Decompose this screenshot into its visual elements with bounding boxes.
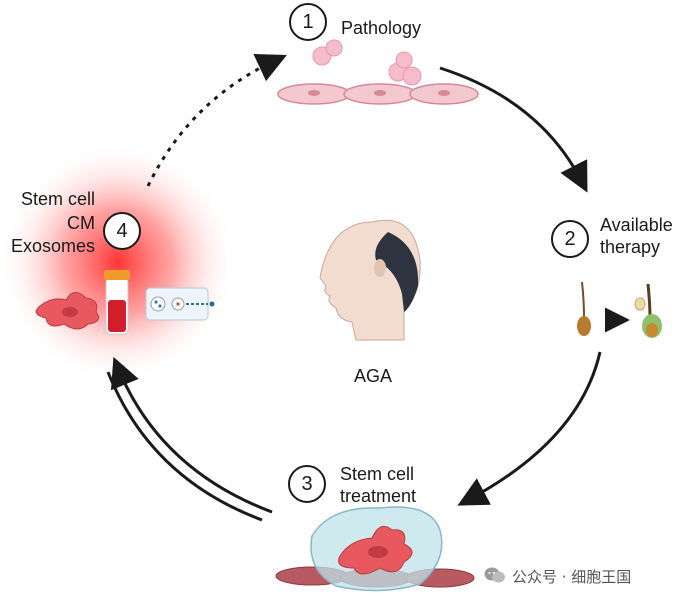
red-glow: [0, 142, 238, 382]
step-4-number-badge: 4: [103, 212, 141, 250]
step-2-number-badge: 2: [551, 220, 589, 258]
center-label: AGA: [354, 366, 393, 386]
therapy-follicle-illustration: [577, 281, 662, 338]
step-3-number-badge: 3: [288, 465, 326, 503]
step-3-title-line1: Stem cell: [340, 464, 415, 484]
arrow-pathology-to-therapy: [439, 66, 588, 193]
step-1-number-badge: 1: [289, 3, 327, 41]
inflammation-bubble: [325, 39, 343, 57]
step-4-title-line1: Stem cell: [20, 189, 95, 209]
aga-head-illustration: [319, 219, 421, 341]
step-4-title-line2: CM: [67, 213, 95, 233]
thin-follicle-icon: [577, 316, 591, 336]
step-3-title-line2: treatment: [340, 486, 417, 506]
inflammation-bubble: [402, 66, 422, 86]
arrow-therapy-to-treatment: [457, 351, 602, 506]
step-1-title: Pathology: [341, 18, 422, 38]
arrow-treatment-to-step4-a: [110, 356, 273, 514]
watermark-text: 公众号 · 细胞王国: [512, 568, 632, 586]
wechat-icon: [484, 567, 505, 583]
arrow-treatment-to-step4-b: [106, 371, 263, 522]
stem-cell-treatment-illustration: [275, 506, 475, 592]
inflammation-bubble: [395, 51, 413, 69]
arrow-step4-to-pathology-dotted: [146, 53, 287, 187]
stem-cell-products-illustration: [35, 270, 215, 335]
pathology-cells-illustration: [277, 39, 479, 105]
step-2-title-line2: therapy: [600, 237, 661, 257]
step-4-title-line3: Exosomes: [10, 236, 95, 256]
step-2-title-line1: Available: [600, 215, 673, 235]
